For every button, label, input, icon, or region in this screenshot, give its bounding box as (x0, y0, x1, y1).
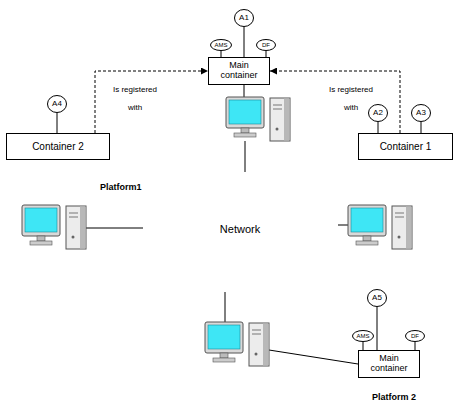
cloud-fill (142, 202, 218, 262)
service-label: DF (262, 42, 270, 49)
ellipse-shape (368, 290, 387, 307)
service-label: DF (411, 333, 419, 340)
computer-icon (348, 205, 412, 249)
edge-label-holder: Is registered with (106, 78, 164, 114)
agent-label: A1 (239, 14, 249, 23)
cloud-fill (222, 169, 302, 225)
service-ellipse: AMS (352, 330, 374, 342)
network-link (245, 141, 246, 172)
network-link (225, 292, 226, 322)
cloud-outline (250, 234, 334, 290)
platform-outline-shape (4, 36, 455, 190)
agent-circle: A2 (368, 104, 388, 122)
edge-label: Is registered with (113, 85, 157, 112)
agent-label: A5 (372, 294, 382, 303)
host-link (244, 85, 245, 97)
computer-icon (205, 322, 269, 366)
cloud-outline (222, 169, 302, 225)
cloud-fill (180, 192, 300, 272)
container-label: Main container (361, 354, 417, 374)
cloud-outline (175, 172, 255, 232)
agent-label: A3 (416, 109, 426, 118)
host-link (269, 350, 358, 364)
agent-label: A4 (52, 100, 62, 109)
platform-label-holder: Platform 2 (372, 386, 416, 404)
container-label: Container 1 (380, 141, 432, 152)
cloud-outline (190, 242, 290, 294)
container-box: Main container (358, 350, 420, 378)
network-link (338, 225, 348, 226)
ellipse-shape (369, 105, 388, 122)
cloud-outline (262, 194, 338, 254)
agent-circle: A5 (367, 289, 387, 307)
service-ellipse: DF (405, 330, 425, 342)
ellipse-shape (235, 10, 254, 27)
connector (57, 113, 58, 133)
computer-icon (22, 205, 86, 249)
network-cloud: Network (140, 162, 340, 297)
cloud-outline (145, 237, 225, 287)
ellipse-shape (211, 40, 232, 51)
ellipse-shape (412, 105, 431, 122)
container-label: Main container (211, 61, 267, 81)
platform-region: Platform 2 Main container AMS DF (336, 322, 458, 400)
service-ellipse: AMS (210, 39, 232, 51)
network-label: Network (220, 223, 260, 235)
cloud-fill (262, 194, 338, 254)
edge-label-holder: Is registered with (322, 78, 380, 114)
computer-icon (226, 97, 290, 141)
platform-outline-shape (337, 323, 458, 400)
connector (415, 342, 416, 350)
connector (421, 122, 422, 133)
platform-label: Platform 2 (372, 392, 416, 402)
connector (377, 307, 378, 350)
platform-label-holder: Platform1 (100, 176, 142, 194)
cloud-fill (190, 242, 290, 294)
connector (244, 27, 245, 57)
cloud-fill (175, 172, 255, 232)
cloud-outline (142, 202, 218, 262)
service-label: AMS (214, 42, 227, 49)
container-box: Container 2 (6, 133, 110, 160)
network-link (86, 228, 143, 229)
ellipse-shape (353, 331, 374, 342)
service-label: AMS (356, 333, 369, 340)
agent-circle: A1 (234, 9, 254, 27)
container-label: Container 2 (32, 141, 84, 152)
cloud-fill (145, 237, 225, 287)
connector (363, 342, 364, 350)
agent-circle: A3 (411, 104, 431, 122)
service-ellipse: DF (256, 39, 276, 51)
edge-label: Is registered with (329, 85, 373, 112)
container-box: Container 1 (358, 133, 453, 160)
connector (95, 71, 208, 133)
agent-circle: A4 (47, 95, 67, 113)
ellipse-shape (257, 40, 276, 51)
ellipse-shape (406, 331, 425, 342)
cloud-outline (180, 192, 300, 272)
platform-label: Platform1 (100, 182, 142, 192)
cloud-fill (250, 234, 334, 290)
ellipse-shape (48, 96, 67, 113)
container-box: Main container (208, 57, 270, 85)
connector (378, 122, 379, 133)
agent-label: A2 (373, 109, 383, 118)
